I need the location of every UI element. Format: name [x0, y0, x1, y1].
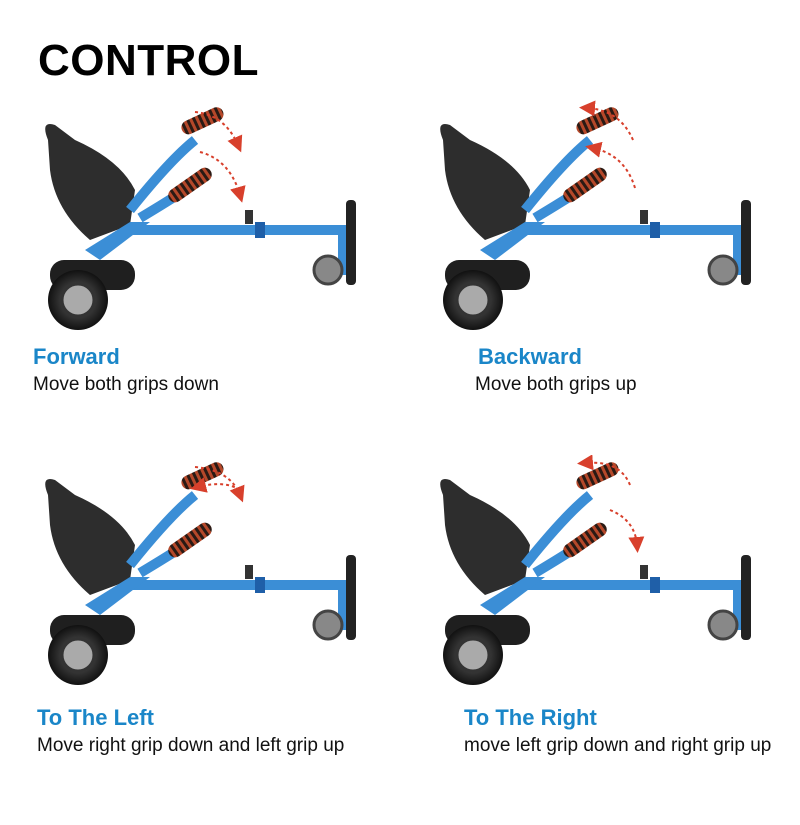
seat: [440, 124, 530, 240]
frame-bar: [130, 580, 355, 590]
adjust-knob: [245, 565, 253, 579]
panel-description: Move both grips up: [475, 374, 637, 395]
panel-to-the-left: To The Left Move right grip down and lef…: [20, 455, 400, 825]
seat: [440, 479, 530, 595]
panel-heading: Forward: [33, 344, 120, 369]
arrow: [609, 509, 645, 553]
arrow: [577, 455, 631, 486]
adjust-knob: [640, 210, 648, 224]
grip-bottom: [563, 167, 607, 203]
page-title: CONTROL: [38, 36, 260, 85]
adjust-knob: [640, 565, 648, 579]
kart-illustration: [45, 462, 356, 685]
panel-forward: Forward Move both grips down: [20, 100, 400, 470]
frame-bar: [525, 580, 750, 590]
seat: [45, 124, 135, 240]
caster-wheel: [312, 254, 344, 286]
rear-handle: [741, 555, 751, 640]
panel-heading: Backward: [478, 344, 582, 369]
rear-handle: [346, 200, 356, 285]
panel-heading: To The Right: [464, 705, 597, 730]
kart-illustration: [440, 100, 751, 330]
panel-backward: Backward Move both grips up: [415, 100, 795, 470]
seat: [45, 479, 135, 595]
caster-wheel: [312, 609, 344, 641]
panel-heading: To The Left: [37, 705, 154, 730]
grip-top: [181, 462, 224, 490]
rear-handle: [346, 555, 356, 640]
panel-description: Move both grips down: [33, 374, 219, 395]
adjust-knob: [245, 210, 253, 224]
grip-bottom: [168, 167, 212, 203]
arrow: [194, 466, 245, 503]
kart-illustration: [440, 455, 751, 685]
arrow: [199, 151, 246, 203]
frame-bar: [130, 225, 355, 235]
grip-top: [576, 462, 619, 490]
grip-bottom: [563, 522, 607, 558]
kart-illustration: [45, 107, 356, 330]
frame-bar: [525, 225, 750, 235]
arrow: [579, 100, 634, 141]
grip-bottom: [168, 522, 212, 558]
caster-wheel: [707, 609, 739, 641]
rear-handle: [741, 200, 751, 285]
panel-description: move left grip down and right grip up: [464, 735, 772, 756]
caster-wheel: [707, 254, 739, 286]
arrow: [585, 141, 636, 189]
panel-description: Move right grip down and left grip up: [37, 735, 345, 756]
panel-to-the-right: To The Right move left grip down and rig…: [415, 455, 795, 825]
arrow: [190, 477, 241, 493]
grip-top: [181, 107, 224, 135]
